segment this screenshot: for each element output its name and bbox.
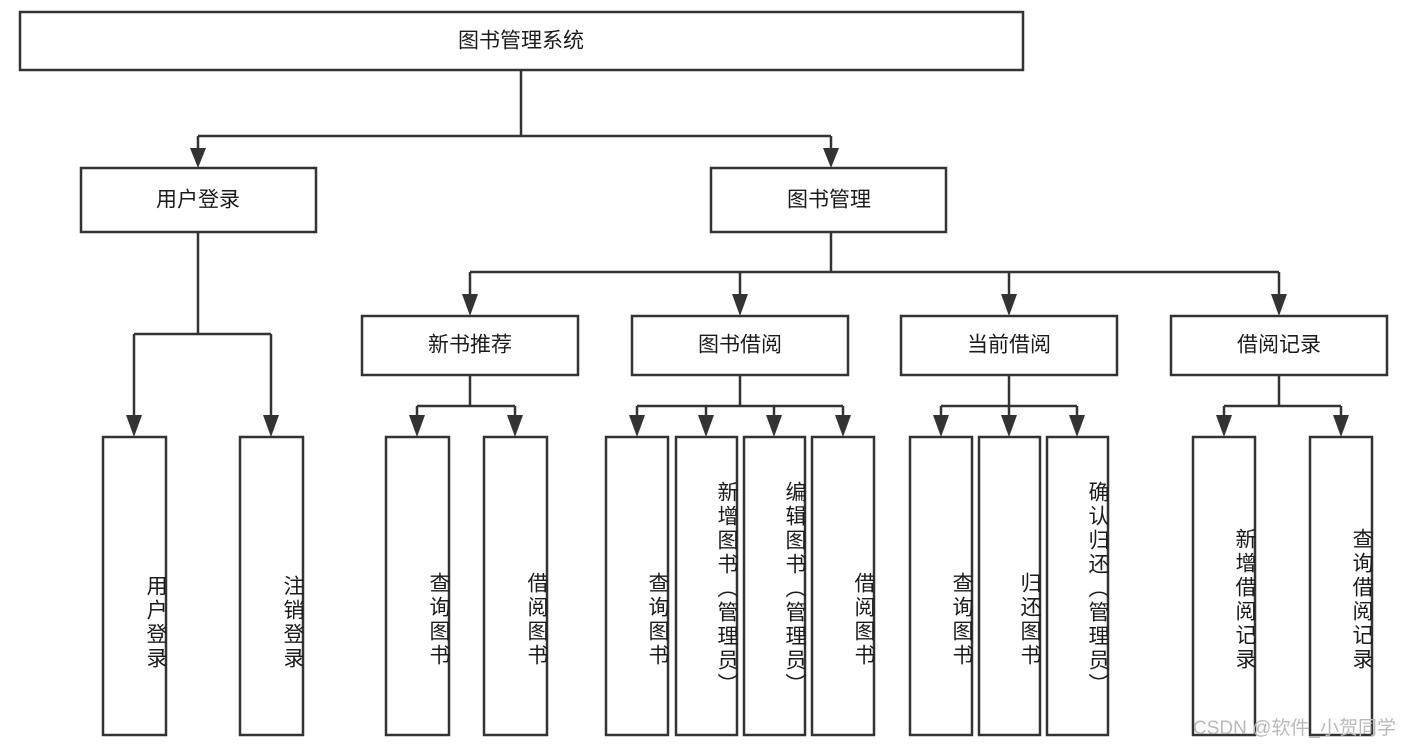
leaf-box-book-borrow-1[interactable]	[674, 435, 739, 737]
connector-newbook-to-leaves	[409, 375, 523, 437]
leaf-box-user-login-1[interactable]	[238, 435, 305, 737]
arrow-head-icon	[1069, 415, 1085, 437]
arrow-head-icon	[835, 415, 851, 437]
leaf-box-new-book-0[interactable]	[384, 435, 451, 737]
connector-root-to-level2	[190, 70, 839, 168]
node-book-management-label: 图书管理	[787, 189, 871, 212]
leaf-box-current-borrow-1[interactable]	[977, 435, 1042, 737]
node-user-login[interactable]: 用户登录	[79, 166, 318, 234]
arrow-head-icon	[698, 415, 714, 437]
arrow-head-icon	[1216, 415, 1232, 437]
node-book-management[interactable]: 图书管理	[709, 166, 948, 234]
node-root-label: 图书管理系统	[458, 30, 584, 53]
leaf-box-current-borrow-2[interactable]	[1045, 435, 1110, 737]
arrow-head-icon	[823, 148, 839, 168]
arrow-head-icon	[190, 148, 206, 168]
arrow-head-icon	[933, 415, 949, 437]
arrow-head-icon	[126, 415, 142, 437]
arrow-head-icon	[462, 294, 478, 316]
leaf-box-borrow-record-1[interactable]	[1308, 435, 1374, 737]
arrow-head-icon	[263, 415, 279, 437]
connector-borrowrecord-to-leaves	[1216, 375, 1349, 437]
node-new-book-recommend[interactable]: 新书推荐	[360, 314, 580, 377]
leaf-box-new-book-1[interactable]	[482, 435, 549, 737]
node-current-borrow-label: 当前借阅	[967, 334, 1051, 357]
leaf-box-book-borrow-2[interactable]	[742, 435, 807, 737]
leaf-box-user-login-0[interactable]	[101, 435, 168, 737]
arrow-head-icon	[766, 415, 782, 437]
node-user-login-label: 用户登录	[156, 189, 240, 212]
connector-currentborrow-to-leaves	[933, 375, 1085, 437]
node-borrow-record-label: 借阅记录	[1237, 334, 1321, 357]
leaf-box-current-borrow-0[interactable]	[908, 435, 974, 737]
connector-userlogin-to-leaves	[126, 232, 279, 437]
arrow-head-icon	[732, 294, 748, 316]
watermark-text: CSDN @软件_小贺同学	[1193, 718, 1396, 739]
node-book-borrow-label: 图书借阅	[698, 334, 782, 357]
leaf-box-book-borrow-3[interactable]	[810, 435, 876, 737]
node-borrow-record[interactable]: 借阅记录	[1169, 314, 1389, 377]
node-book-borrow[interactable]: 图书借阅	[630, 314, 850, 377]
arrow-head-icon	[629, 415, 645, 437]
arrow-head-icon	[1001, 415, 1017, 437]
arrow-head-icon	[1271, 294, 1287, 316]
node-root-system[interactable]: 图书管理系统	[18, 10, 1025, 72]
connector-bookmgmt-to-level3	[462, 232, 1287, 316]
arrow-head-icon	[1333, 415, 1349, 437]
node-new-book-recommend-label: 新书推荐	[428, 334, 512, 357]
node-current-borrow[interactable]: 当前借阅	[899, 314, 1119, 377]
arrow-head-icon	[1001, 294, 1017, 316]
connector-bookborrow-to-leaves	[629, 375, 851, 437]
arrow-head-icon	[409, 415, 425, 437]
leaf-box-book-borrow-0[interactable]	[604, 435, 670, 737]
leaf-box-borrow-record-0[interactable]	[1191, 435, 1257, 737]
arrow-head-icon	[507, 415, 523, 437]
